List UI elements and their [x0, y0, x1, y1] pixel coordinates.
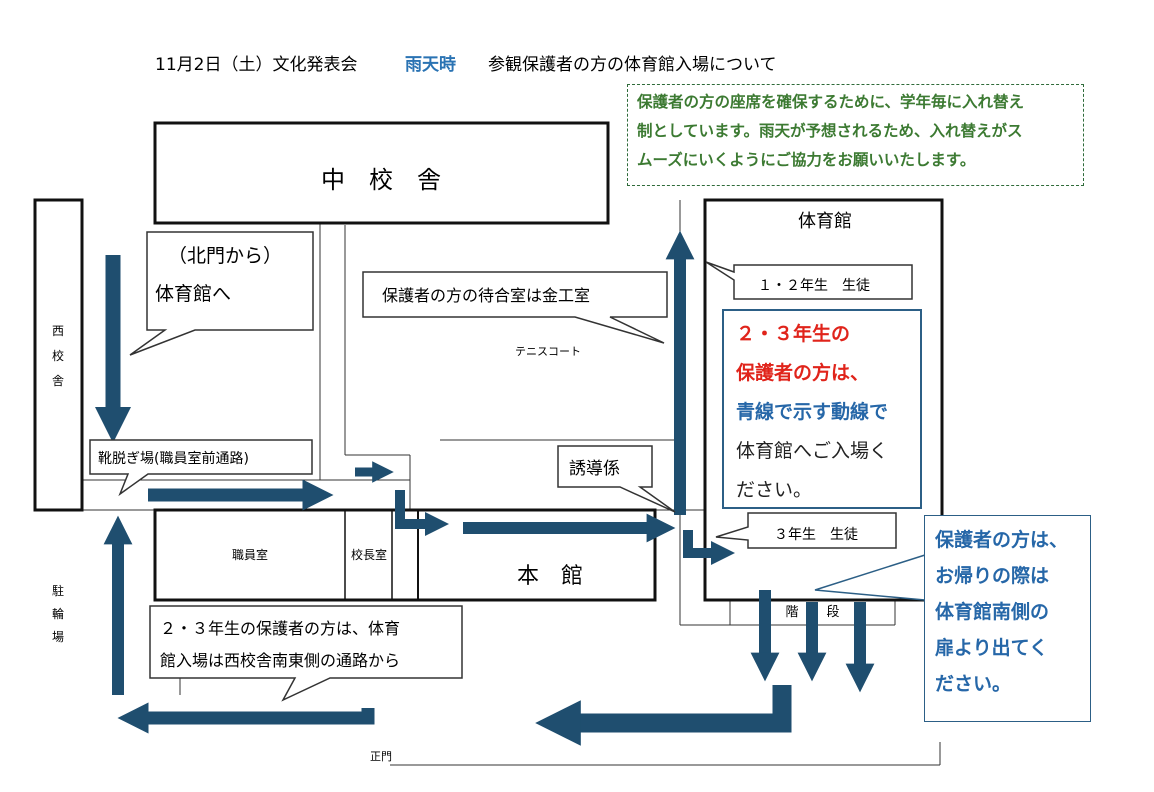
- notice-line-3: ムーズにいくようにご協力をお願いいたします。: [637, 151, 976, 169]
- parking-label-2: 輪: [52, 606, 64, 621]
- main-building-label: 本 館: [517, 564, 583, 589]
- shoe-area-text: 靴脱ぎ場(職員室前通路): [98, 450, 249, 467]
- title-rain: 雨天時: [405, 54, 456, 75]
- arrow-gym-south-turn: [683, 530, 736, 566]
- gym-info-line-5: ださい。: [736, 479, 813, 501]
- center-building: [153, 121, 610, 225]
- callout-north-gate: （北門から） 体育館へ: [129, 231, 314, 356]
- west-building: [33, 198, 84, 512]
- west-building-label-3: 舎: [52, 374, 64, 388]
- callout-grade12: １・２年生 生徒: [705, 261, 913, 300]
- exit-callout-tail: [814, 554, 926, 601]
- callout-waiting-room: 保護者の方の待合室は金工室: [362, 271, 668, 344]
- callout-shoe-area: 靴脱ぎ場(職員室前通路): [89, 439, 313, 497]
- parking-label-3: 場: [52, 630, 64, 644]
- arrow-gate-west: [117, 702, 375, 734]
- callout-guide: 誘導係: [557, 445, 676, 513]
- flow-arrows: [94, 230, 875, 746]
- exit-info-line-3: 体育館南側の: [935, 601, 1050, 623]
- staff-room-label: 職員室: [232, 547, 268, 562]
- callout-west-entrance: ２・３年生の保護者の方は、体育 館入場は西校舎南東側の通路から: [149, 605, 463, 702]
- tennis-court-label: テニスコート: [515, 345, 581, 358]
- callout-grade3: ３年生 生徒: [715, 512, 897, 549]
- exit-info-line-2: お帰りの際は: [935, 565, 1050, 587]
- rotation-notice: 保護者の方の座席を確保するために、学年毎に入れ替え 制としています。雨天が予想さ…: [627, 84, 1084, 186]
- title-subject: 参観保護者の方の体育館入場について: [488, 55, 777, 75]
- exit-info-line-5: ださい。: [935, 673, 1012, 695]
- grade3-text: ３年生 生徒: [774, 527, 858, 543]
- exit-info-line-4: 扉より出てく: [935, 637, 1049, 659]
- gym-info-line-1: ２・３年生の: [736, 323, 851, 345]
- west-building-label-1: 西: [52, 324, 64, 338]
- gym-entry-info: ２・３年生の 保護者の方は、 青線で示す動線で 体育館へご入場く ださい。: [722, 309, 922, 509]
- notice-line-2: 制としています。雨天が予想されるため、入れ替えがス: [637, 122, 1023, 140]
- principal-room-label: 校長室: [351, 547, 387, 562]
- north-gate-line1: （北門から）: [168, 245, 282, 267]
- arrow-exit-to-gate: [535, 685, 792, 746]
- title-date: 11月2日（土）文化発表会: [155, 55, 357, 75]
- stairs-label-2: 段: [826, 605, 839, 620]
- west-entrance-line2: 館入場は西校舎南東側の通路から: [160, 651, 400, 670]
- exit-info-line-1: 保護者の方は、: [935, 529, 1069, 551]
- gym-info-line-3: 青線で示す動線で: [736, 401, 889, 423]
- gym-info-line-4: 体育館へご入場く: [736, 440, 889, 462]
- waiting-room-text: 保護者の方の待合室は金工室: [382, 286, 590, 305]
- exit-info: 保護者の方は、 お帰りの際は 体育館南側の 扉より出てく ださい。: [924, 515, 1091, 722]
- north-gate-line2: 体育館へ: [155, 283, 231, 305]
- west-entrance-line1: ２・３年生の保護者の方は、体育: [160, 619, 400, 638]
- parking-label-1: 駐: [52, 583, 64, 598]
- west-building-label-2: 校: [52, 348, 64, 363]
- gym-label: 体育館: [798, 211, 852, 232]
- notice-line-1: 保護者の方の座席を確保するために、学年毎に入れ替え: [637, 93, 1025, 111]
- guide-text: 誘導係: [569, 459, 620, 479]
- stairs-label-1: 階: [785, 605, 798, 620]
- main-gate-label: 正門: [370, 750, 392, 763]
- grade12-text: １・２年生 生徒: [758, 278, 870, 294]
- arrow-principal-turn: [395, 490, 450, 537]
- center-building-label: 中 校 舎: [321, 166, 441, 194]
- gym-info-line-2: 保護者の方は、: [736, 362, 870, 384]
